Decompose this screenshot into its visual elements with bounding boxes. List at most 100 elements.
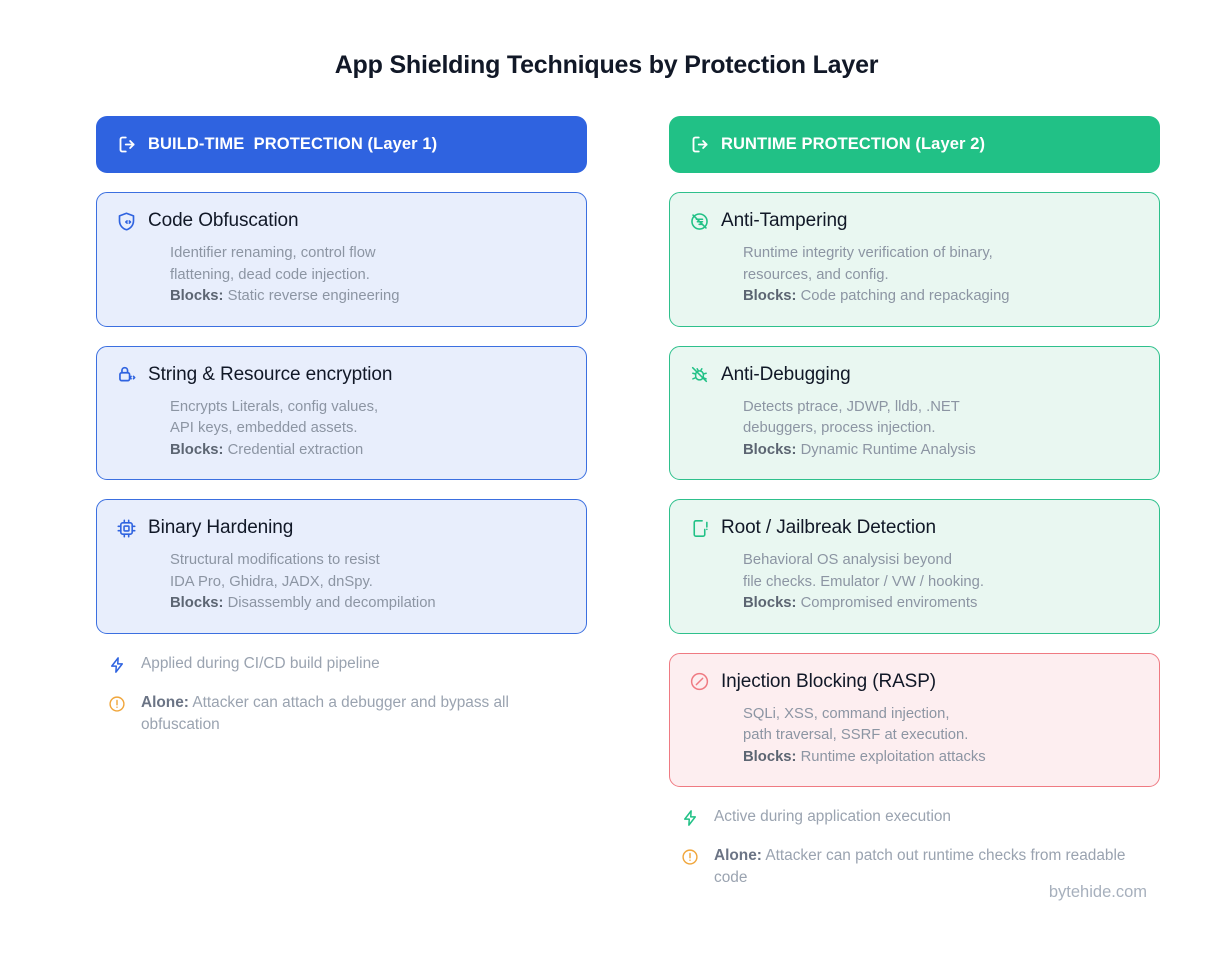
bug-slash-icon <box>688 364 710 386</box>
note-runtime-weakness: Alone: Attacker can patch out runtime ch… <box>680 845 1160 889</box>
ban-circle-icon <box>688 671 710 693</box>
card-title: Anti-Debugging <box>721 363 851 385</box>
card-code-obfuscation[interactable]: Code Obfuscation Identifier renaming, co… <box>96 192 587 327</box>
card-header: Anti-Tampering <box>688 208 1141 234</box>
note-text: Active during application execution <box>714 808 951 825</box>
note-runtime-timing: Active during application execution <box>680 806 1160 828</box>
card-blocks-value: Compromised enviroments <box>800 595 978 611</box>
card-blocks-line: Blocks: Compromised enviroments <box>743 593 1141 615</box>
card-header: Anti-Debugging <box>688 362 1141 388</box>
card-blocks-line: Blocks: Runtime exploitation attacks <box>743 747 1141 769</box>
lightning-bolt-icon <box>107 655 127 675</box>
layer-header-label: RUNTIME PROTECTION (Layer 2) <box>721 135 986 153</box>
notes-runtime: Active during application execution Alon… <box>669 806 1160 889</box>
card-body: Runtime integrity verification of binary… <box>688 243 1141 308</box>
card-blocks-value: Disassembly and decompilation <box>227 595 436 611</box>
card-list-build-time: Code Obfuscation Identifier renaming, co… <box>96 192 587 634</box>
card-title: Anti-Tampering <box>721 210 848 231</box>
column-build-time: BUILD-TIME PROTECTION (Layer 1) Code Obf… <box>96 116 587 753</box>
card-anti-debugging[interactable]: Anti-Debugging Detects ptrace, JDWP, lld… <box>669 345 1160 480</box>
card-blocks-label: Blocks: <box>743 288 797 304</box>
card-title: Code Obfuscation <box>148 210 299 231</box>
card-blocks-label: Blocks: <box>170 595 224 611</box>
card-blocks-label: Blocks: <box>743 748 797 765</box>
note-body-text: Attacker can patch out runtime checks fr… <box>714 847 1126 886</box>
card-desc-line-1: Runtime integrity verification of binary… <box>743 245 993 261</box>
card-body: Encrypts Literals, config values, API ke… <box>115 397 568 462</box>
card-header: Code Obfuscation <box>115 208 568 234</box>
card-header: Root / Jailbreak Detection <box>688 515 1141 541</box>
card-desc-line-1: Structural modifications to resist <box>170 552 380 568</box>
card-title: Binary Hardening <box>148 517 294 538</box>
card-desc-line-2: flattening, dead code injection. <box>170 266 370 283</box>
export-arrow-icon <box>116 134 138 156</box>
layer-header-build-time[interactable]: BUILD-TIME PROTECTION (Layer 1) <box>96 116 587 173</box>
card-blocks-label: Blocks: <box>743 595 797 611</box>
card-injection-blocking-rasp[interactable]: Injection Blocking (RASP) SQLi, XSS, com… <box>669 652 1160 787</box>
card-body: Structural modifications to resist IDA P… <box>115 550 568 615</box>
layer-header-runtime[interactable]: RUNTIME PROTECTION (Layer 2) <box>669 116 1160 173</box>
note-body-text: Attacker can attach a debugger and bypas… <box>141 693 509 733</box>
card-anti-tampering[interactable]: Anti-Tampering Runtime integrity verific… <box>669 192 1160 327</box>
card-desc-line-1: Identifier renaming, control flow <box>170 245 376 261</box>
card-blocks-value: Dynamic Runtime Analysis <box>800 441 976 458</box>
note-build-weakness: Alone: Attacker can attach a debugger an… <box>107 692 587 736</box>
page-title: App Shielding Techniques by Protection L… <box>334 51 879 79</box>
card-body: Detects ptrace, JDWP, lldb, .NET debugge… <box>688 397 1141 462</box>
card-desc-line-1: Encrypts Literals, config values, <box>170 398 379 415</box>
card-blocks-line: Blocks: Disassembly and decompilation <box>170 593 568 615</box>
no-tamper-icon <box>688 210 710 232</box>
card-blocks-value: Credential extraction <box>227 441 364 458</box>
card-blocks-line: Blocks: Code patching and repackaging <box>743 286 1141 308</box>
card-header: Binary Hardening <box>115 515 568 541</box>
card-desc-line-1: SQLi, XSS, command injection, <box>743 705 950 722</box>
card-blocks-label: Blocks: <box>170 441 224 458</box>
card-string-resource-encryption[interactable]: String & Resource encryption Encrypts Li… <box>96 345 587 480</box>
notes-build-time: Applied during CI/CD build pipeline Alon… <box>96 653 587 736</box>
card-desc-line-2: path traversal, SSRF at execution. <box>743 727 969 743</box>
card-list-runtime: Anti-Tampering Runtime integrity verific… <box>669 192 1160 787</box>
card-binary-hardening[interactable]: Binary Hardening Structural modification… <box>96 499 587 634</box>
alert-circle-icon <box>680 847 700 867</box>
lock-code-icon <box>115 364 137 386</box>
watermark: bytehide.com <box>1048 883 1147 901</box>
card-blocks-line: Blocks: Credential extraction <box>170 440 568 462</box>
card-blocks-label: Blocks: <box>743 441 797 458</box>
card-blocks-value: Static reverse engineering <box>227 288 400 304</box>
alert-circle-icon <box>107 694 127 714</box>
phone-alert-icon <box>688 517 710 539</box>
card-blocks-value: Code patching and repackaging <box>800 288 1010 304</box>
note-strong-label: Alone: <box>141 693 189 711</box>
shield-code-icon <box>115 210 137 232</box>
card-desc-line-1: Detects ptrace, JDWP, lldb, .NET <box>743 398 960 415</box>
note-text: Alone: Attacker can patch out runtime ch… <box>714 845 1160 889</box>
card-title: Root / Jailbreak Detection <box>721 517 936 538</box>
note-text: Alone: Attacker can attach a debugger an… <box>141 692 587 736</box>
card-desc-line-2: API keys, embedded assets. <box>170 420 358 436</box>
card-root-jailbreak-detection[interactable]: Root / Jailbreak Detection Behavioral OS… <box>669 499 1160 634</box>
card-title: String & Resource encryption <box>148 363 393 385</box>
card-desc-line-2: file checks. Emulator / VW / hooking. <box>743 573 984 590</box>
card-desc-line-2: IDA Pro, Ghidra, JADX, dnSpy. <box>170 573 373 590</box>
note-build-timing: Applied during CI/CD build pipeline <box>107 653 587 675</box>
card-title: Injection Blocking (RASP) <box>721 670 937 692</box>
cpu-chip-icon <box>115 517 137 539</box>
card-blocks-label: Blocks: <box>170 288 224 304</box>
card-body: SQLi, XSS, command injection, path trave… <box>688 704 1141 769</box>
lightning-bolt-icon <box>680 808 700 828</box>
card-body: Behavioral OS analysisi beyond file chec… <box>688 550 1141 615</box>
column-runtime: RUNTIME PROTECTION (Layer 2) Ant <box>669 116 1160 906</box>
card-blocks-value: Runtime exploitation attacks <box>800 748 986 765</box>
note-strong-label: Alone: <box>714 847 762 864</box>
card-desc-line-2: resources, and config. <box>743 266 889 283</box>
card-header: String & Resource encryption <box>115 362 568 388</box>
layer-header-label: BUILD-TIME PROTECTION (Layer 1) <box>148 135 438 153</box>
layer-columns: BUILD-TIME PROTECTION (Layer 1) Code Obf… <box>0 116 1213 906</box>
card-header: Injection Blocking (RASP) <box>688 669 1141 695</box>
card-desc-line-2: debuggers, process injection. <box>743 420 936 436</box>
export-arrow-icon <box>689 134 711 156</box>
card-blocks-line: Blocks: Static reverse engineering <box>170 286 568 308</box>
card-body: Identifier renaming, control flow flatte… <box>115 243 568 308</box>
note-text: Applied during CI/CD build pipeline <box>141 654 380 672</box>
card-desc-line-1: Behavioral OS analysisi beyond <box>743 552 952 568</box>
